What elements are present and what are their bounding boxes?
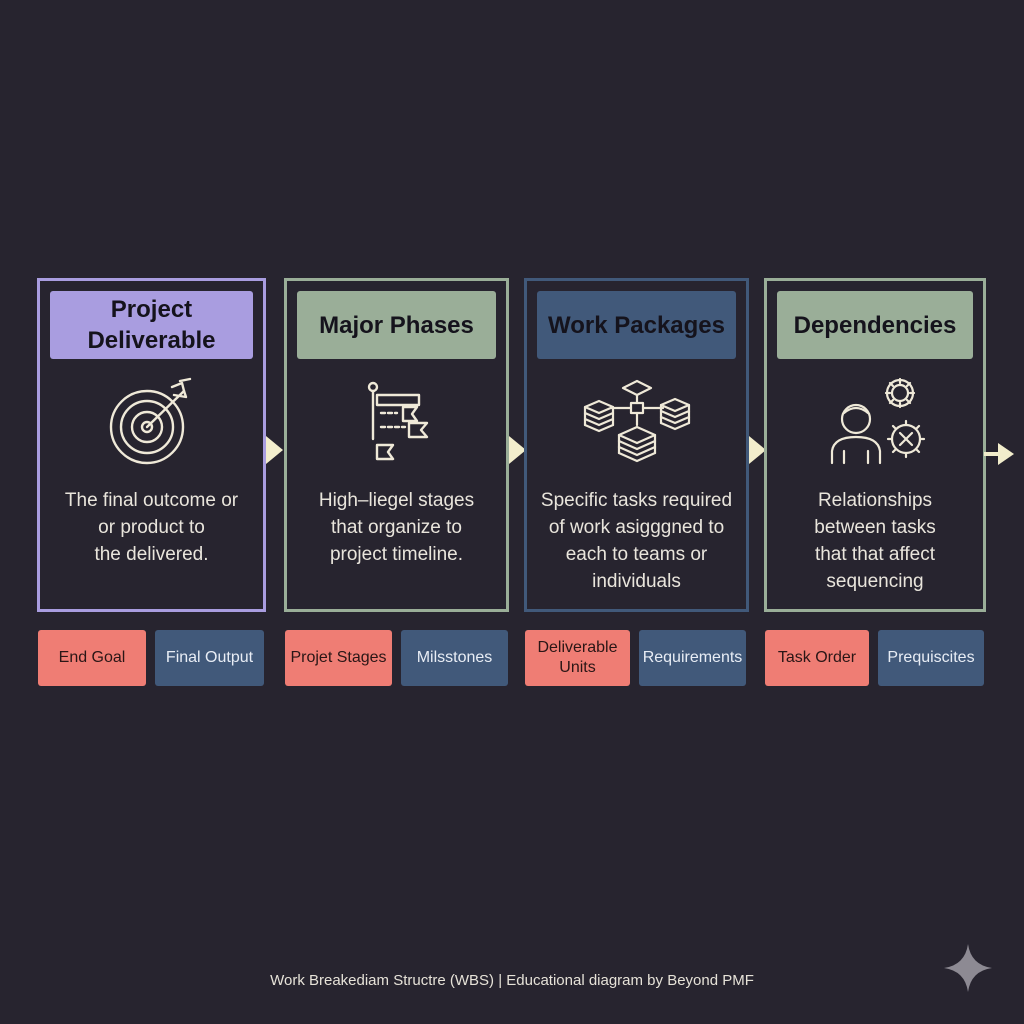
card-major-phases: Major Phases High–liegel stages that org…	[284, 278, 509, 612]
target-arrow-icon	[40, 377, 263, 467]
card-title: Major Phases	[297, 291, 496, 359]
flow-arrow-shaft	[984, 452, 1000, 456]
tag-prerequisites: Prequiscites	[878, 630, 984, 686]
card-description: High–liegel stages that organize to proj…	[318, 490, 475, 565]
tag-requirements: Requirements	[639, 630, 746, 686]
card-project-deliverable: Project Deliverable The final outcome or…	[37, 278, 266, 612]
flow-arrow	[749, 436, 766, 464]
flag-timeline-icon	[287, 377, 506, 467]
card-description: Specific tasks required of work asigggne…	[540, 490, 733, 592]
tag-project-stages: Projet Stages	[285, 630, 392, 686]
tag-final-output: Final Output	[155, 630, 264, 686]
card-title: Work Packages	[537, 291, 736, 359]
footer-caption: Work Breakediam Structre (WBS) | Educati…	[270, 972, 754, 989]
card-description: Relationships between tasks that that af…	[814, 490, 936, 592]
tag-task-order: Task Order	[765, 630, 869, 686]
person-gears-icon	[767, 377, 983, 467]
tag-milestones: Milsstones	[401, 630, 508, 686]
card-title: Dependencies	[777, 291, 973, 359]
flow-arrow	[998, 443, 1014, 465]
tag-end-goal: End Goal	[38, 630, 146, 686]
card-title: Project Deliverable	[50, 291, 253, 359]
card-description: The final outcome or or product to the d…	[64, 490, 239, 565]
tag-deliverable-units: Deliverable Units	[525, 630, 630, 686]
flow-arrow	[509, 436, 526, 464]
card-dependencies: Dependencies Relationships between tasks…	[764, 278, 986, 612]
stacked-blocks-icon	[527, 377, 746, 467]
sparkle-icon	[942, 942, 994, 999]
card-work-packages: Work Packages Specific tasks requir	[524, 278, 749, 612]
flow-arrow	[266, 436, 283, 464]
